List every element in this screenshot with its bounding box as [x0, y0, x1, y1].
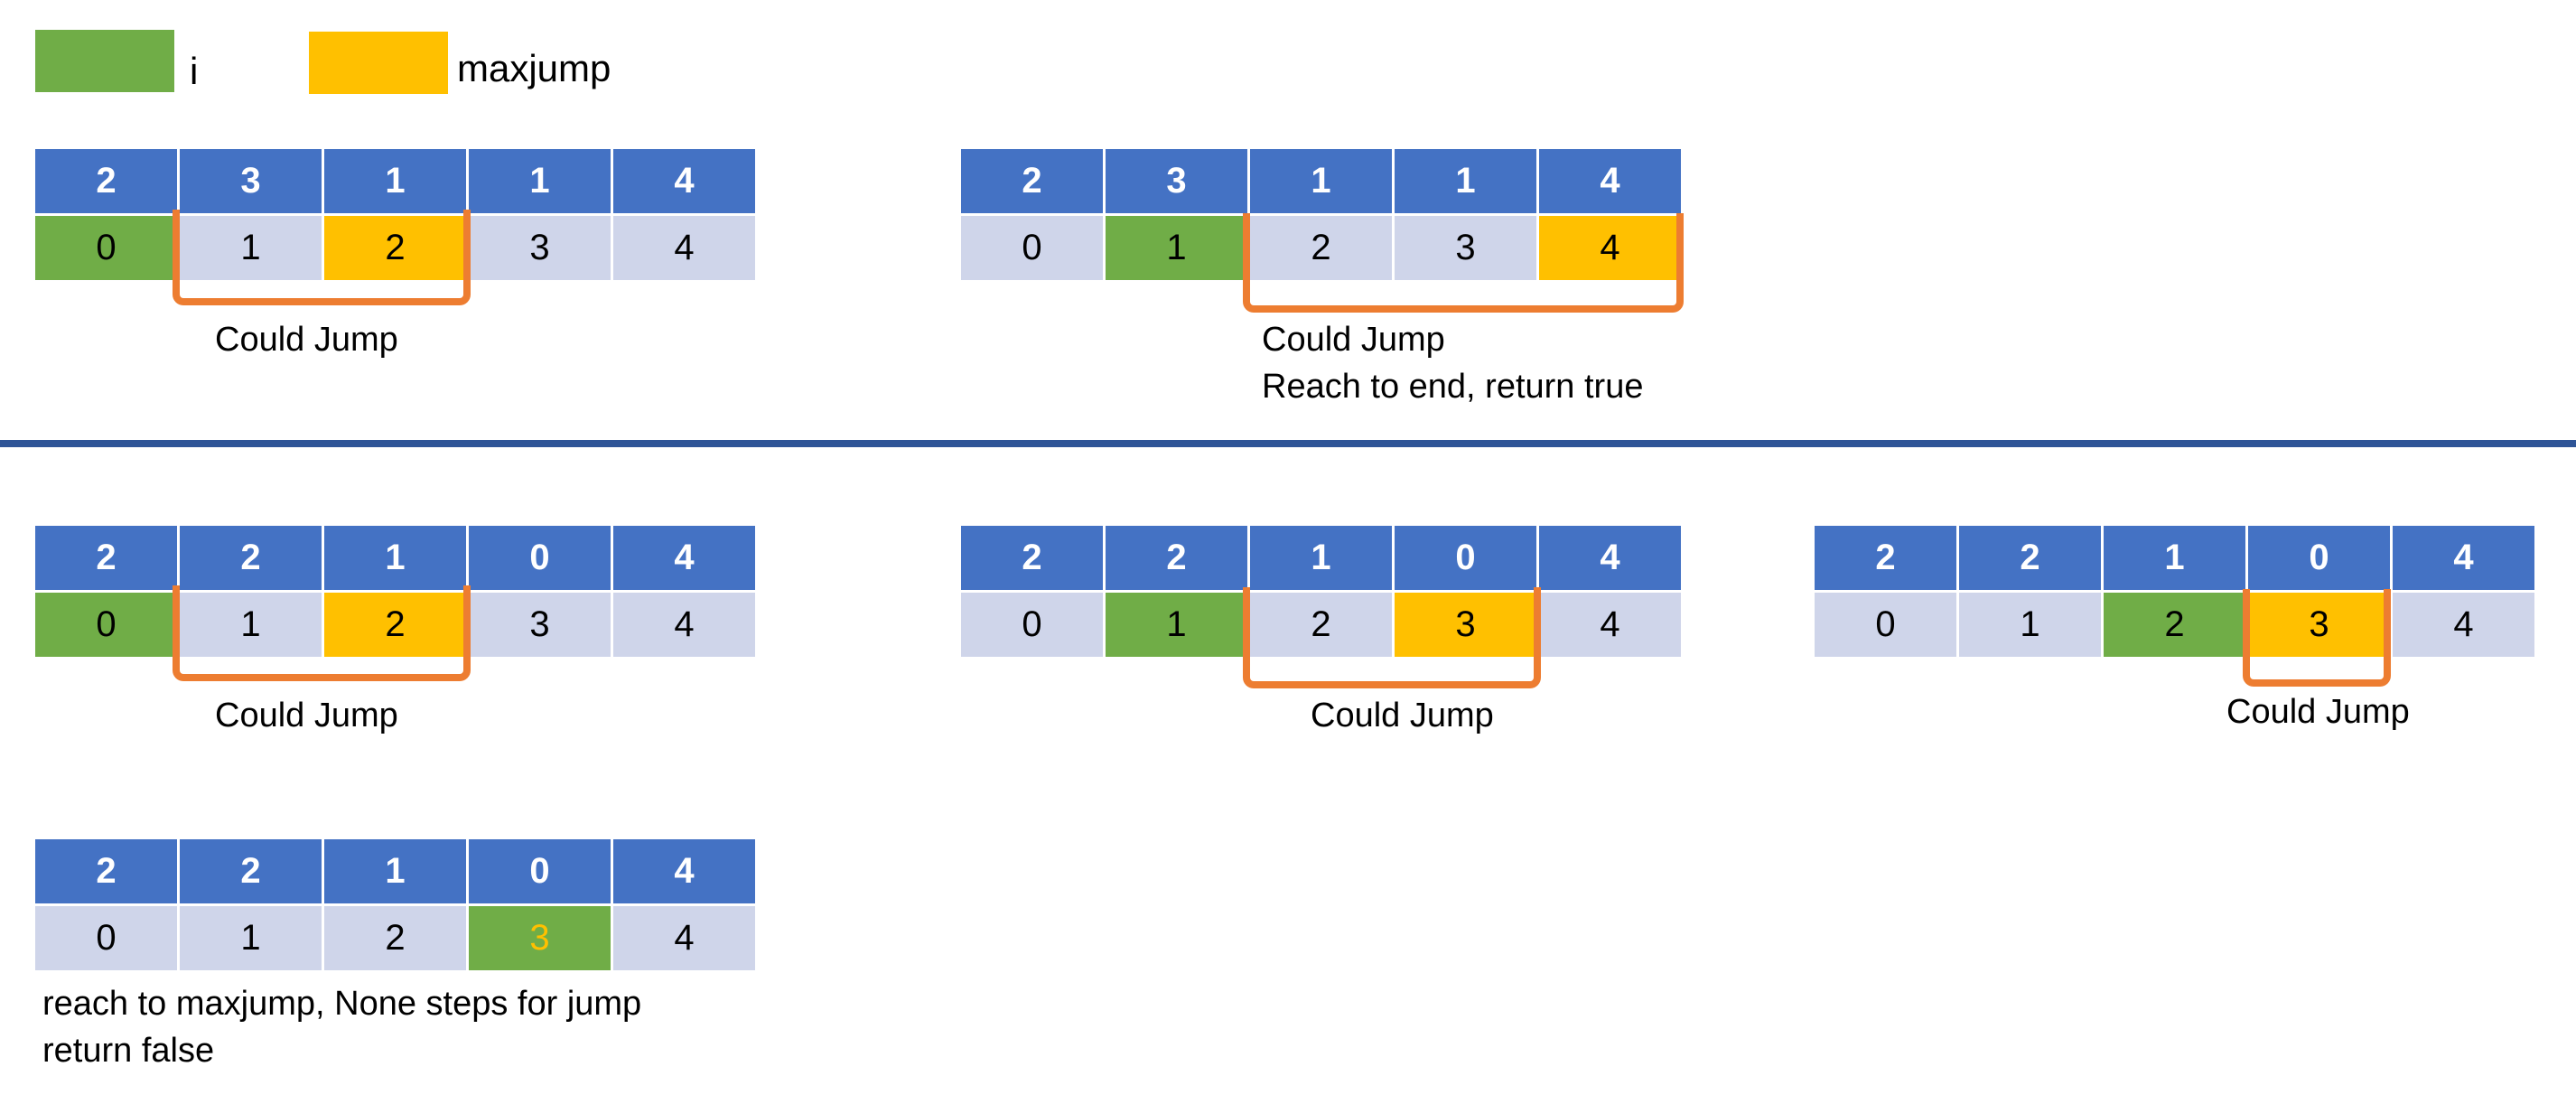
caption: Could Jump — [1262, 321, 1445, 359]
value-cell: 1 — [469, 149, 611, 213]
index-cell-i: 0 — [35, 593, 177, 657]
value-cell: 0 — [469, 526, 611, 590]
value-cell: 3 — [180, 149, 322, 213]
index-row: 0 1 2 3 4 — [961, 593, 1681, 660]
index-cell: 4 — [2393, 593, 2534, 657]
value-cell: 3 — [1106, 149, 1247, 213]
caption: Could Jump — [1311, 697, 1494, 734]
value-cell: 2 — [961, 149, 1103, 213]
value-cell: 2 — [35, 839, 177, 903]
index-cell: 4 — [613, 906, 755, 970]
value-cell: 2 — [180, 839, 322, 903]
index-cell: 3 — [469, 593, 611, 657]
caption-result: return false — [42, 1032, 215, 1070]
value-row: 2 2 1 0 4 — [1815, 526, 2534, 593]
index-row: 0 1 2 3 4 — [961, 216, 1681, 283]
section-divider — [0, 440, 2576, 447]
index-cell-maxjump: 3 — [1395, 593, 1536, 657]
legend-i-swatch — [35, 30, 174, 92]
value-cell: 1 — [324, 839, 466, 903]
caption: reach to maxjump, None steps for jump — [42, 985, 642, 1023]
value-row: 2 2 1 0 4 — [35, 839, 755, 906]
jump-range-bracket — [173, 210, 471, 305]
value-cell: 4 — [1539, 526, 1681, 590]
legend-maxjump-swatch — [309, 32, 448, 94]
value-cell: 2 — [1106, 526, 1247, 590]
index-cell-maxjump: 2 — [324, 216, 466, 280]
legend-maxjump-label: maxjump — [457, 47, 611, 89]
value-row: 2 2 1 0 4 — [35, 526, 755, 593]
value-cell: 4 — [2393, 526, 2534, 590]
value-cell: 1 — [324, 526, 466, 590]
index-cell: 0 — [961, 216, 1103, 280]
index-cell-maxjump: 2 — [324, 593, 466, 657]
value-cell: 4 — [613, 839, 755, 903]
value-cell: 2 — [961, 526, 1103, 590]
array-diagram-5: 2 2 1 0 4 0 1 2 3 4 — [1815, 526, 2534, 660]
index-row: 0 1 2 3 4 — [35, 593, 755, 660]
index-cell: 1 — [180, 216, 322, 280]
caption-result: Reach to end, return true — [1262, 368, 1644, 406]
array-diagram-6: 2 2 1 0 4 0 1 2 3 4 — [35, 839, 755, 973]
index-cell-i: 1 — [1106, 216, 1247, 280]
value-cell: 1 — [1250, 149, 1392, 213]
index-row: 0 1 2 3 4 — [35, 906, 755, 973]
value-cell: 1 — [324, 149, 466, 213]
index-cell-i: 1 — [1106, 593, 1247, 657]
value-cell: 0 — [1395, 526, 1536, 590]
value-cell: 1 — [1395, 149, 1536, 213]
index-cell: 1 — [1959, 593, 2101, 657]
index-cell: 2 — [1250, 593, 1392, 657]
caption: Could Jump — [2226, 693, 2410, 731]
value-cell: 4 — [1539, 149, 1681, 213]
jump-range-bracket — [1243, 213, 1684, 313]
array-diagram-3: 2 2 1 0 4 0 1 2 3 4 — [35, 526, 755, 660]
index-cell: 0 — [35, 906, 177, 970]
index-cell: 0 — [1815, 593, 1956, 657]
index-cell-i: 2 — [2104, 593, 2245, 657]
legend-i-label: i — [190, 50, 199, 92]
value-cell: 0 — [2248, 526, 2390, 590]
index-cell: 2 — [324, 906, 466, 970]
value-cell: 2 — [1959, 526, 2101, 590]
value-cell: 1 — [2104, 526, 2245, 590]
array-diagram-1: 2 3 1 1 4 0 1 2 3 4 — [35, 149, 755, 283]
value-cell: 2 — [180, 526, 322, 590]
value-row: 2 2 1 0 4 — [961, 526, 1681, 593]
index-cell-maxjump: 4 — [1539, 216, 1681, 280]
value-cell: 1 — [1250, 526, 1392, 590]
index-cell-i: 0 — [35, 216, 177, 280]
index-cell: 4 — [613, 216, 755, 280]
jump-range-bracket — [1243, 587, 1541, 688]
value-cell: 4 — [613, 149, 755, 213]
value-cell: 2 — [1815, 526, 1956, 590]
index-cell: 1 — [180, 593, 322, 657]
index-cell-i-at-maxjump: 3 — [469, 906, 611, 970]
index-cell: 0 — [961, 593, 1103, 657]
index-cell: 3 — [469, 216, 611, 280]
value-cell: 2 — [35, 526, 177, 590]
array-diagram-4: 2 2 1 0 4 0 1 2 3 4 — [961, 526, 1681, 660]
index-cell: 4 — [613, 593, 755, 657]
index-row: 0 1 2 3 4 — [1815, 593, 2534, 660]
jump-range-bracket — [173, 585, 471, 681]
index-row: 0 1 2 3 4 — [35, 216, 755, 283]
index-cell: 3 — [1395, 216, 1536, 280]
index-cell: 1 — [180, 906, 322, 970]
value-cell: 4 — [613, 526, 755, 590]
caption: Could Jump — [215, 321, 398, 359]
value-row: 2 3 1 1 4 — [35, 149, 755, 216]
index-cell: 4 — [1539, 593, 1681, 657]
index-cell-maxjump: 3 — [2248, 593, 2390, 657]
value-cell: 0 — [469, 839, 611, 903]
array-diagram-2: 2 3 1 1 4 0 1 2 3 4 — [961, 149, 1681, 283]
index-cell: 2 — [1250, 216, 1392, 280]
value-row: 2 3 1 1 4 — [961, 149, 1681, 216]
value-cell: 2 — [35, 149, 177, 213]
caption: Could Jump — [215, 697, 398, 734]
jump-range-bracket — [2243, 589, 2391, 687]
